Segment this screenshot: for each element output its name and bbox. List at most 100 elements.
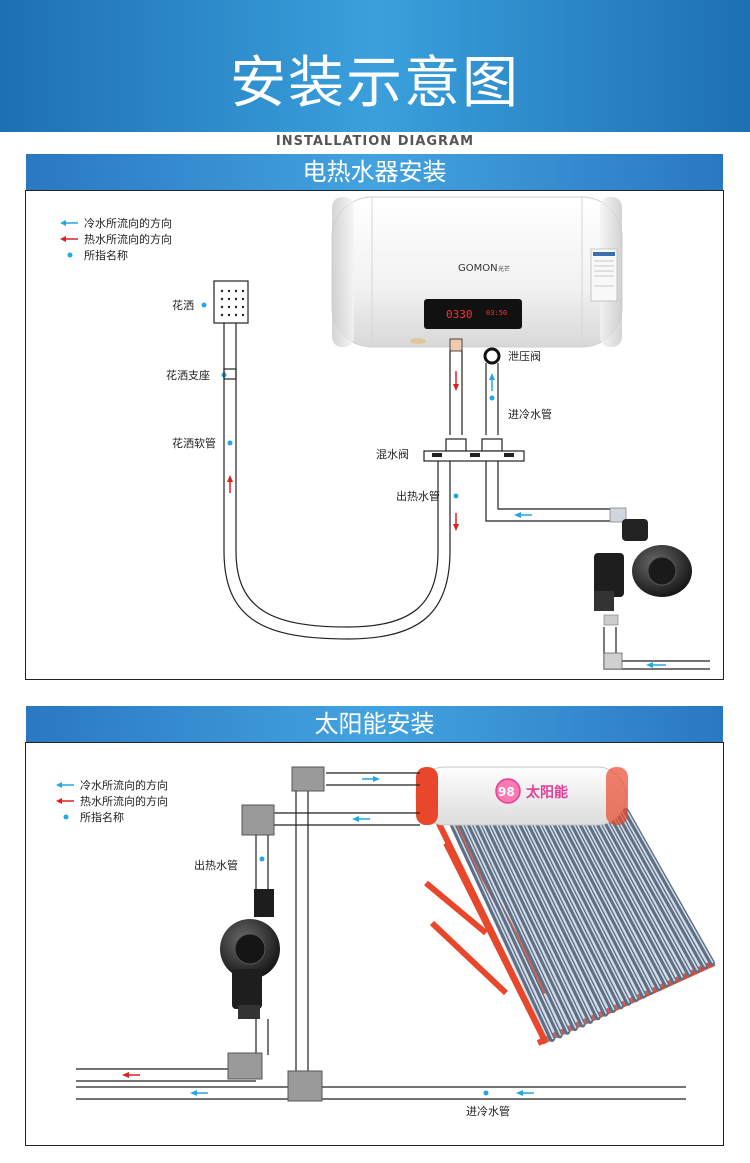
water-heater: GOMON 光芒 0330 03:50 (331, 196, 623, 348)
vacuum-tube-highlight (550, 814, 646, 996)
legend-dot-icon-2 (63, 814, 69, 820)
vacuum-tube (505, 813, 609, 1017)
vacuum-tube (555, 811, 655, 995)
solar-cold-arrow-icon-2 (352, 816, 370, 822)
solar-logo-icon (495, 778, 521, 804)
elbow-fitting-icon-2 (241, 804, 275, 836)
vacuum-tube-highlight (592, 812, 684, 978)
vacuum-tube-highlight (626, 810, 714, 964)
vacuum-tube (581, 809, 677, 985)
legend-cold-label-2: 冷水所流向的方向 (80, 778, 168, 792)
mixing-valve (423, 438, 525, 462)
vacuum-tube (480, 814, 586, 1028)
vacuum-tube-highlight (500, 816, 600, 1018)
hose-hot-arrow-down-icon (453, 513, 459, 531)
vacuum-tube-highlight (601, 811, 691, 975)
shower-head-icon (213, 280, 249, 324)
legend-hot-label: 热水所流向的方向 (84, 232, 172, 246)
cold-inlet-label: 进冷水管 (508, 407, 552, 421)
solar-logo-text: 太阳能 (526, 784, 568, 801)
solar-hot-arrow-icon (122, 1072, 140, 1078)
heater-display (424, 299, 522, 329)
solar-heater-diagram: 冷水所流向的方向 热水所流向的方向 所指名称 (25, 742, 724, 1146)
vacuum-tube-highlight (617, 811, 707, 967)
legend-solar: 冷水所流向的方向 热水所流向的方向 所指名称 (56, 778, 168, 824)
solar-tank: 98 太阳能 (415, 766, 628, 826)
section-title-solar: 太阳能安装 (26, 706, 723, 742)
cold-inlet-dot-icon (489, 395, 495, 401)
heater-pipes (449, 349, 499, 435)
electric-heater-diagram: 冷水所流向的方向 热水所流向的方向 所指名称 GOMON 光芒 0330 03:… (25, 190, 724, 680)
mixing-valve-label: 混水阀 (376, 447, 409, 461)
heater-display-value2: 03:50 (486, 309, 507, 317)
relief-valve-icon (483, 347, 501, 365)
elbow-fitting-icon-3 (227, 1052, 263, 1080)
cold-flow-arrow-icon (489, 373, 495, 391)
shower-dot-icon (201, 302, 207, 308)
vacuum-tube-highlight (542, 814, 638, 1000)
vacuum-tube-highlight (450, 818, 554, 1040)
vacuum-tube (623, 808, 715, 966)
vacuum-tube-highlight (517, 815, 615, 1011)
hot-flow-arrow-icon (453, 371, 459, 391)
hose-hot-arrow-up-icon (227, 475, 233, 493)
vacuum-tube-highlight (534, 814, 630, 1004)
vacuum-tube (547, 811, 647, 999)
solar-cold-inlet-label: 进冷水管 (466, 1104, 510, 1118)
legend-hot-arrow-icon (60, 236, 78, 242)
hot-outlet-label: 出热水管 (396, 489, 440, 503)
booster-pump-icon (594, 519, 692, 626)
legend-cold-arrow-icon (60, 220, 78, 226)
solar-logo-number: 98 (498, 785, 515, 799)
tee-fitting-icon (287, 1070, 323, 1102)
vacuum-tube (472, 814, 578, 1032)
vacuum-tube-highlight (467, 817, 569, 1033)
solar-pipes (76, 772, 686, 1100)
vacuum-tube (614, 808, 708, 970)
legend-hot-label-2: 热水所流向的方向 (80, 794, 168, 808)
page-subtitle: INSTALLATION DIAGRAM (275, 134, 475, 149)
legend-dot-icon (67, 252, 73, 258)
solar-hot-outlet-dot-icon (259, 856, 265, 862)
heater-brand: GOMON (458, 263, 498, 274)
vacuum-tube (597, 809, 693, 977)
vacuum-tube-highlight (475, 817, 577, 1029)
vacuum-tube (589, 809, 685, 981)
vacuum-tube (539, 811, 639, 1003)
solar-pump-icon (220, 889, 280, 1019)
pump-inlet-arrow-icon (646, 662, 666, 668)
solar-hot-outlet-label: 出热水管 (194, 858, 238, 872)
solar-cold-inlet-dot-icon (483, 1090, 489, 1096)
legend-hot-arrow-icon-2 (56, 798, 74, 804)
section-title-electric-heater: 电热水器安装 (26, 154, 723, 190)
shower-mount-label: 花洒支座 (166, 368, 210, 382)
elbow-fitting-icon-1 (291, 766, 325, 792)
vacuum-tube-highlight (458, 818, 562, 1036)
legend-name-label-2: 所指名称 (80, 810, 124, 824)
vacuum-tube (455, 815, 563, 1039)
heater-brand-cn: 光芒 (498, 265, 510, 273)
vacuum-tube-highlight (483, 817, 585, 1025)
vacuum-tube-highlight (576, 812, 668, 986)
vacuum-tube (514, 812, 616, 1014)
shower-hose-label: 花洒软管 (172, 436, 216, 450)
legend-cold-label: 冷水所流向的方向 (84, 216, 172, 230)
hot-outlet-dot-icon (453, 493, 459, 499)
legend-name-label: 所指名称 (84, 248, 128, 262)
tube-rows (447, 808, 715, 1042)
vacuum-tube-highlight (508, 816, 608, 1014)
solar-heater-svg: 冷水所流向的方向 热水所流向的方向 所指名称 (56, 766, 716, 1118)
vacuum-tube (522, 812, 624, 1010)
solar-cold-arrow-icon-4 (516, 1090, 534, 1096)
solar-cold-arrow-icon-3 (190, 1090, 208, 1096)
shower-label: 花洒 (172, 299, 194, 312)
electric-heater-svg: 冷水所流向的方向 热水所流向的方向 所指名称 GOMON 光芒 0330 03:… (60, 196, 710, 670)
vacuum-tube (564, 810, 662, 992)
legend-cold-arrow-icon-2 (56, 782, 74, 788)
vacuum-tube (447, 816, 555, 1042)
vacuum-tube (463, 815, 571, 1035)
heater-spec-label (590, 248, 618, 302)
vacuum-tube-highlight (584, 812, 676, 982)
solar-cold-arrow-icon-1 (362, 776, 380, 782)
vacuum-tube (530, 812, 632, 1006)
